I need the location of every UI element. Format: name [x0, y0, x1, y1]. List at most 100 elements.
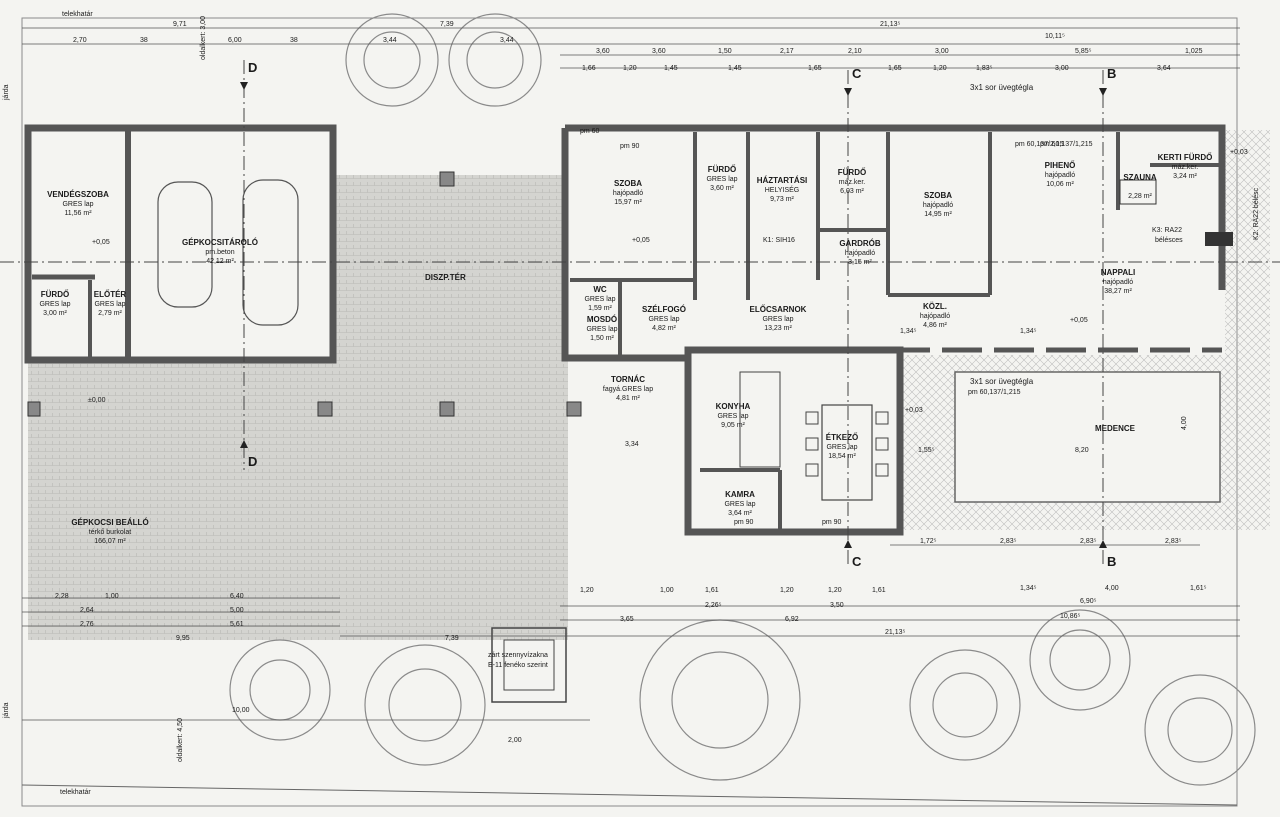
room-detail: GRES lap [648, 316, 679, 323]
dim-top: 21,13⁵ [880, 21, 901, 28]
room-name: KAMRA [725, 490, 755, 499]
dim-top: 2,70 [73, 37, 87, 44]
dim-top: 1,20 [623, 65, 637, 72]
boiler-symbol [1205, 232, 1233, 246]
room-name: SZÉLFOGÓ [642, 305, 686, 314]
right-terrace-hatch [1225, 130, 1270, 530]
room-detail: máz.ker. [1172, 164, 1199, 171]
dim-top: 1,45 [664, 65, 678, 72]
room-detail: GRES lap [706, 176, 737, 183]
room-detail: 14,95 m² [924, 211, 952, 218]
dim-top: 6,00 [228, 37, 242, 44]
room-detail: 38,27 m² [1104, 288, 1132, 295]
dim-bottom: 3,65 [620, 616, 634, 623]
paved-arc [330, 440, 568, 640]
axis-label-d-bottom: D [248, 454, 257, 469]
room-detail: 10,06 m² [1046, 181, 1074, 188]
dim-bottom: 7,39 [445, 635, 459, 642]
room-name: GÉPKOCSI BEÁLLÓ [71, 518, 148, 527]
dim-bottom: 2,83⁵ [1165, 538, 1182, 545]
section-lines [0, 60, 1280, 565]
room-detail: 2,28 m² [1128, 193, 1152, 200]
dim-top: 10,11⁵ [1045, 33, 1065, 40]
room-name: SZAUNA [1123, 173, 1157, 182]
room-detail: 4,81 m² [616, 395, 640, 402]
room-detail: 166,07 m² [94, 538, 126, 545]
trees [229, 13, 1256, 786]
dim-top: 5,85⁵ [1075, 48, 1092, 55]
room-detail: hajópadló [1045, 172, 1075, 179]
room-detail: 9,05 m² [721, 422, 745, 429]
axis-label-d-top: D [248, 60, 257, 75]
dim-bottom: 1,20 [828, 587, 842, 594]
room-name: ÉTKEZŐ [826, 433, 858, 442]
dim-bottom: 1,20 [580, 587, 594, 594]
dim-bottom: 1,00 [105, 593, 119, 600]
dim-top: 38 [140, 37, 148, 44]
dimension-lines [22, 27, 1240, 721]
dim-top: 3,00 [1055, 65, 1069, 72]
label-glass-mid: 3x1 sor üvegtégla [970, 377, 1034, 386]
dim-top: 1,66 [582, 65, 596, 72]
room-name: KERTI FÜRDŐ [1158, 153, 1213, 162]
room-detail: hajópadló [920, 313, 950, 320]
room-name: MEDENCE [1095, 424, 1136, 433]
room-detail: 15,97 m² [614, 199, 642, 206]
dim-top: 7,39 [440, 21, 454, 28]
dim-misc: +0,03 [1230, 149, 1248, 156]
dim-bottom: 1,34⁵ [1020, 585, 1037, 592]
dim-top: 3,44 [500, 37, 514, 44]
room-name: FÜRDŐ [838, 168, 866, 177]
axis-markers [240, 82, 1107, 548]
car-1 [157, 181, 213, 308]
label-k3b: bélésces [1155, 237, 1183, 244]
dim-top: 1,65 [808, 65, 822, 72]
dim-bottom: 21,13⁵ [885, 629, 906, 636]
room-detail: hajópadló [613, 190, 643, 197]
room-detail: 1,59 m² [588, 305, 612, 312]
room-name: KONYHA [716, 402, 751, 411]
dim-bottom: 10,86⁵ [1060, 613, 1081, 620]
dim-misc: +0,03 [905, 407, 923, 414]
room-detail: GRES lap [826, 444, 857, 451]
dim-top: 1,50 [718, 48, 732, 55]
label-disz-ter: DISZP.TÉR [425, 273, 466, 282]
dim-top: 1,45 [728, 65, 742, 72]
pool [954, 371, 1221, 503]
dim-bottom: 1,61 [705, 587, 719, 594]
room-name: WC [593, 285, 607, 294]
label-jarda-top: járda [3, 84, 10, 101]
dim-misc: pm 90 [734, 519, 754, 526]
dim-bottom: 1,72⁵ [920, 538, 937, 545]
room-name: FÜRDŐ [41, 290, 69, 299]
dim-bottom: 2,26⁵ [705, 602, 722, 609]
dim-bottom: 2,83⁵ [1000, 538, 1017, 545]
room-detail: hajópadló [923, 202, 953, 209]
septic-tank [491, 627, 567, 703]
dim-misc: 1,55⁵ [918, 447, 935, 454]
label-k2: K2: RA22 bélésc [1253, 187, 1260, 240]
room-detail: 3,15 m² [848, 259, 872, 266]
room-detail: GRES lap [39, 301, 70, 308]
dim-top: 2,17 [780, 48, 794, 55]
paved-area-disp [335, 175, 568, 365]
room-detail: 4,82 m² [652, 325, 676, 332]
dining-table [821, 404, 873, 501]
room-detail: 3,60 m² [710, 185, 734, 192]
room-detail: térkő burkolat [89, 529, 131, 536]
dim-top: 3,60 [596, 48, 610, 55]
room-detail: 3,64 m² [728, 510, 752, 517]
dim-bottom: 2,83⁵ [1080, 538, 1097, 545]
bottom-boundary-line [21, 784, 1238, 806]
room-name: HÁZTARTÁSI [757, 176, 808, 185]
label-telekhatar-top: telekhatár [62, 11, 93, 18]
dim-top: 3,00 [935, 48, 949, 55]
room-name: NAPPALI [1101, 268, 1136, 277]
dim-top: 9,71 [173, 21, 187, 28]
room-detail: GRES lap [717, 413, 748, 420]
room-detail: 42,12 m² [206, 258, 234, 265]
label-oldalkert-bottom: oldalkert: 4,50 [177, 718, 184, 762]
room-detail: 13,23 m² [764, 325, 792, 332]
room-detail: pm.beton [205, 249, 234, 256]
